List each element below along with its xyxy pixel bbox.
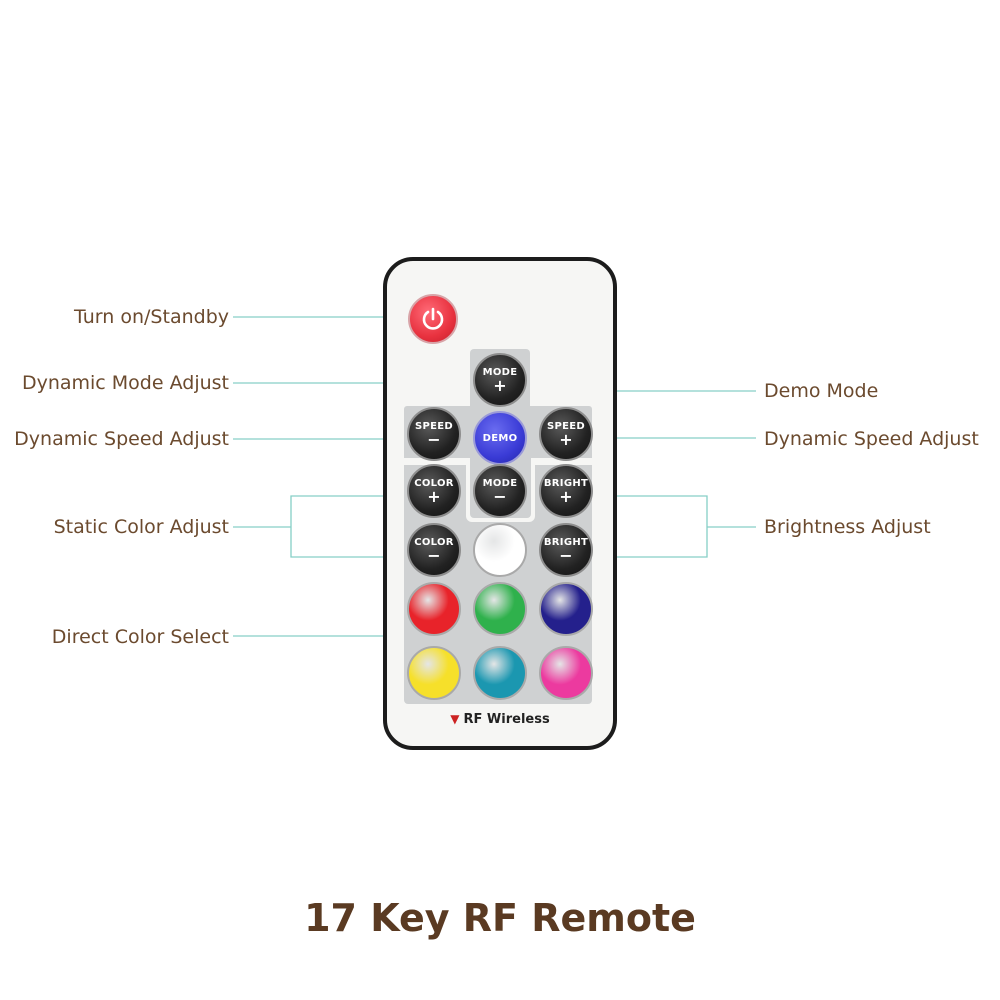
- color-up-label: COLOR: [414, 478, 454, 489]
- mode-down-label: MODE: [482, 478, 518, 489]
- label-turn-on-standby: Turn on/Standby: [74, 306, 229, 328]
- mode-down-sign: −: [493, 487, 507, 506]
- color-key-green[interactable]: [473, 582, 527, 636]
- bright-down-sign: −: [559, 546, 573, 565]
- panel-right-inset: [535, 458, 592, 465]
- panel-left-inset: [404, 458, 466, 465]
- mode-up-sign: +: [493, 376, 507, 395]
- label-demo-mode: Demo Mode: [764, 380, 879, 402]
- color-key-white[interactable]: [473, 523, 527, 577]
- label-dynamic-speed-adjust-left: Dynamic Speed Adjust: [14, 428, 229, 450]
- bright-down-label: BRIGHT: [543, 537, 589, 548]
- power-icon: [422, 307, 444, 330]
- bright-down-key[interactable]: BRIGHT −: [539, 523, 593, 577]
- speed-up-label: SPEED: [547, 421, 585, 432]
- color-key-blue[interactable]: [539, 582, 593, 636]
- color-down-label: COLOR: [414, 537, 454, 548]
- page-title: 17 Key RF Remote: [304, 896, 696, 940]
- bright-up-label: BRIGHT: [543, 478, 589, 489]
- label-static-color-adjust: Static Color Adjust: [53, 516, 229, 538]
- color-key-cyan[interactable]: [473, 646, 527, 700]
- mode-up-label: MODE: [482, 367, 518, 378]
- speed-up-key[interactable]: SPEED +: [539, 407, 593, 461]
- color-down-key[interactable]: COLOR −: [407, 523, 461, 577]
- power-key[interactable]: [408, 294, 458, 344]
- label-direct-color-select: Direct Color Select: [51, 626, 229, 648]
- speed-down-label: SPEED: [415, 421, 453, 432]
- rf-wireless-footer: ▼RF Wireless: [0, 712, 1000, 727]
- wifi-icon: ▼: [450, 712, 460, 726]
- speed-down-sign: −: [427, 430, 441, 449]
- color-up-key[interactable]: COLOR +: [407, 464, 461, 518]
- color-key-pink[interactable]: [539, 646, 593, 700]
- color-key-red[interactable]: [407, 582, 461, 636]
- label-dynamic-speed-adjust-right: Dynamic Speed Adjust: [764, 428, 979, 450]
- bright-up-sign: +: [559, 487, 573, 506]
- label-brightness-adjust: Brightness Adjust: [764, 516, 931, 538]
- color-key-yellow[interactable]: [407, 646, 461, 700]
- mode-down-key[interactable]: MODE −: [473, 464, 527, 518]
- rf-wireless-text: RF Wireless: [463, 712, 550, 727]
- color-up-sign: +: [427, 487, 441, 506]
- speed-down-key[interactable]: SPEED −: [407, 407, 461, 461]
- mode-up-key[interactable]: MODE +: [473, 353, 527, 407]
- speed-up-sign: +: [559, 430, 573, 449]
- bright-up-key[interactable]: BRIGHT +: [539, 464, 593, 518]
- demo-key[interactable]: DEMO: [473, 411, 527, 465]
- color-down-sign: −: [427, 546, 441, 565]
- label-dynamic-mode-adjust: Dynamic Mode Adjust: [21, 372, 229, 394]
- remote-body: MODE + SPEED − DEMO SPEED + COLOR + MODE…: [383, 257, 617, 750]
- demo-label: DEMO: [482, 432, 518, 444]
